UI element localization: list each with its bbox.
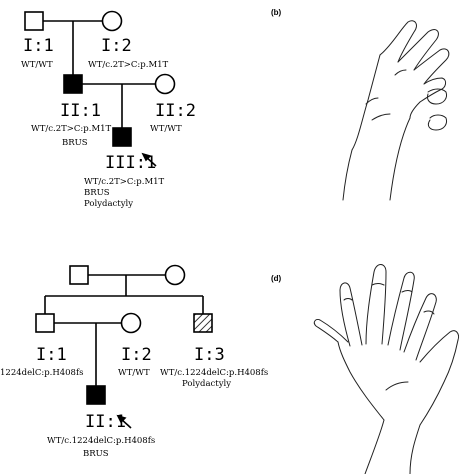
- pedigree-bottom-labels: I:1 1224delC:p.H408fs I:2 WT/WT I:3 WT/c…: [0, 345, 268, 459]
- phenotype-III1: BRUS: [84, 188, 110, 198]
- genotype-II1: WT/c.2T>C:p.M1T: [31, 124, 112, 134]
- genotype-I2: WT/WT: [118, 368, 150, 378]
- id-I3: I:3: [194, 345, 225, 365]
- id-I1: I:1: [23, 36, 54, 56]
- genotype-II1: WT/c.1224delC:p.H408fs: [47, 436, 155, 446]
- proband-arrowhead: [141, 152, 152, 162]
- affected-male-symbol-II1: [63, 74, 83, 94]
- male-symbol-grandfather: [69, 265, 89, 285]
- affected-male-symbol-II1: [86, 385, 106, 405]
- pedigree-bottom: [35, 264, 213, 429]
- male-symbol-I1: [35, 313, 55, 333]
- female-symbol-grandmother: [164, 264, 186, 286]
- hand-illustration-d: [313, 264, 459, 474]
- proband-arrowhead: [116, 414, 127, 424]
- genotype-I3: WT/c.1224delC:p.H408fs: [160, 368, 268, 378]
- phenotype-II1: BRUS: [62, 138, 88, 148]
- female-symbol-I2: [120, 312, 142, 334]
- panel-label-d: (d): [271, 274, 282, 283]
- id-II1: II:1: [60, 101, 101, 121]
- id-I2: I:2: [121, 345, 152, 365]
- hatched-male-symbol-I3: [193, 313, 213, 333]
- hand-illustration-b: [342, 20, 450, 201]
- female-symbol-I2: [101, 10, 123, 32]
- phenotype2-III1: Polydactyly: [84, 199, 133, 209]
- id-I2: I:2: [101, 36, 132, 56]
- genotype-I2: WT/c.2T>C:p.M1T: [88, 60, 169, 70]
- phenotype-II1: BRUS: [83, 449, 109, 459]
- phenotype-I3: Polydactyly: [182, 379, 231, 389]
- panel-label-b: (b): [271, 8, 282, 17]
- pedigree-top-labels: I:1 WT/WT I:2 WT/c.2T>C:p.M1T II:1 WT/c.…: [21, 36, 196, 209]
- pedigree-top: [24, 10, 176, 167]
- id-I1: I:1: [36, 345, 67, 365]
- genotype-II2: WT/WT: [150, 124, 182, 134]
- id-II1: II:1: [85, 412, 126, 432]
- id-III1: III:1: [105, 153, 156, 173]
- affected-male-symbol-III1: [112, 127, 132, 147]
- id-II2: II:2: [155, 101, 196, 121]
- male-symbol-I1: [24, 11, 44, 31]
- genotype-I1: 1224delC:p.H408fs: [0, 368, 83, 378]
- genotype-I1: WT/WT: [21, 60, 53, 70]
- female-symbol-II2: [154, 73, 176, 95]
- genotype-III1: WT/c.2T>C:p.M1T: [84, 177, 165, 187]
